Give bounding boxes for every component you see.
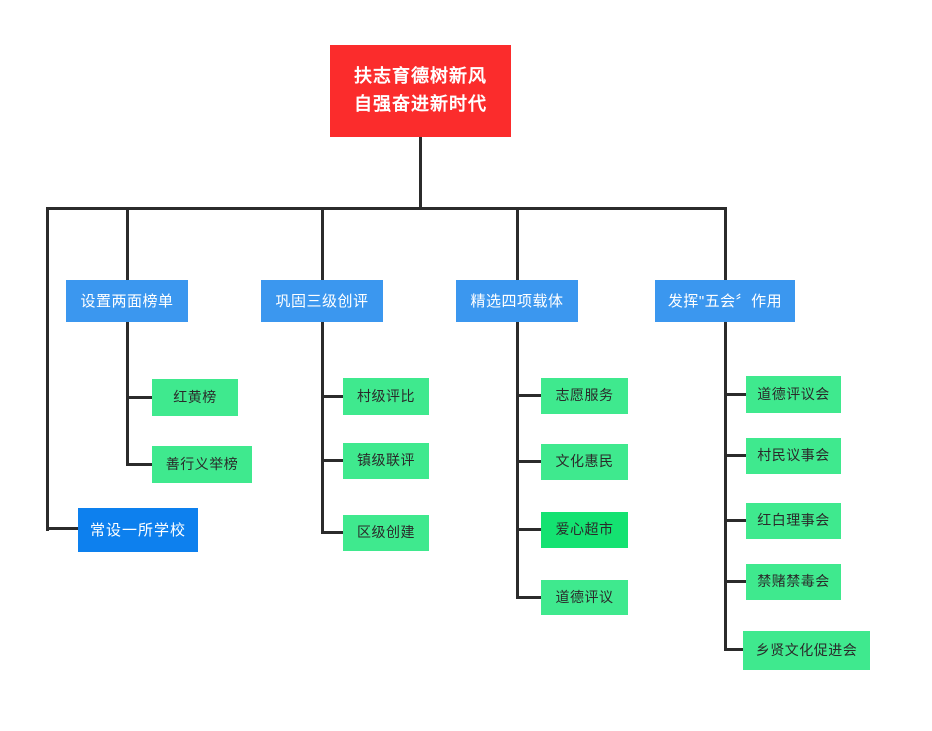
- connector-line: [724, 580, 748, 583]
- school-node: 常设一所学校: [78, 508, 198, 552]
- leaf-node: 镇级联评: [343, 443, 429, 479]
- root-node-line1: 扶志育德树新风: [354, 66, 487, 87]
- leaf-node: 村级评比: [343, 378, 429, 415]
- branch-node-five-councils: 发挥"五会〞作用: [655, 280, 795, 322]
- connector-line: [516, 596, 543, 599]
- connector-line: [724, 519, 748, 522]
- connector-line: [516, 528, 543, 531]
- connector-line: [724, 320, 727, 651]
- connector-line: [516, 320, 519, 599]
- connector-line: [516, 460, 543, 463]
- branch-node-three-level-review: 巩固三级创评: [261, 280, 383, 322]
- leaf-node: 红白理事会: [746, 503, 841, 539]
- root-node-line2: 自强奋进新时代: [354, 94, 487, 114]
- connector-line: [126, 320, 129, 466]
- leaf-node: 区级创建: [343, 515, 429, 551]
- leaf-node: 道德评议: [541, 580, 628, 615]
- connector-line: [724, 648, 748, 651]
- connector-line: [126, 463, 154, 466]
- connector-line: [126, 207, 129, 282]
- leaf-node: 志愿服务: [541, 378, 628, 414]
- connector-line: [321, 459, 345, 462]
- connector-line: [321, 320, 324, 534]
- connector-line: [46, 207, 727, 210]
- branch-node-four-carriers: 精选四项载体: [456, 280, 578, 322]
- leaf-node: 禁赌禁毒会: [746, 564, 841, 600]
- root-node: 扶志育德树新风 自强奋进新时代: [330, 45, 511, 137]
- connector-line: [126, 396, 154, 399]
- connector-line: [46, 207, 49, 531]
- connector-line: [724, 393, 748, 396]
- connector-line: [724, 207, 727, 282]
- branch-node-two-lists: 设置两面榜单: [66, 280, 188, 322]
- leaf-node: 善行义举榜: [152, 446, 252, 483]
- leaf-node: 爱心超市: [541, 512, 628, 548]
- connector-line: [724, 454, 748, 457]
- connector-line: [321, 531, 345, 534]
- leaf-node: 文化惠民: [541, 444, 628, 480]
- connector-line: [419, 137, 422, 208]
- leaf-node: 红黄榜: [152, 379, 238, 416]
- leaf-node: 村民议事会: [746, 438, 841, 474]
- connector-line: [516, 394, 543, 397]
- connector-line: [321, 207, 324, 282]
- connector-line: [321, 395, 345, 398]
- connector-line: [516, 207, 519, 282]
- connector-line: [46, 527, 80, 530]
- leaf-node: 道德评议会: [746, 376, 841, 413]
- leaf-node: 乡贤文化促进会: [743, 631, 870, 670]
